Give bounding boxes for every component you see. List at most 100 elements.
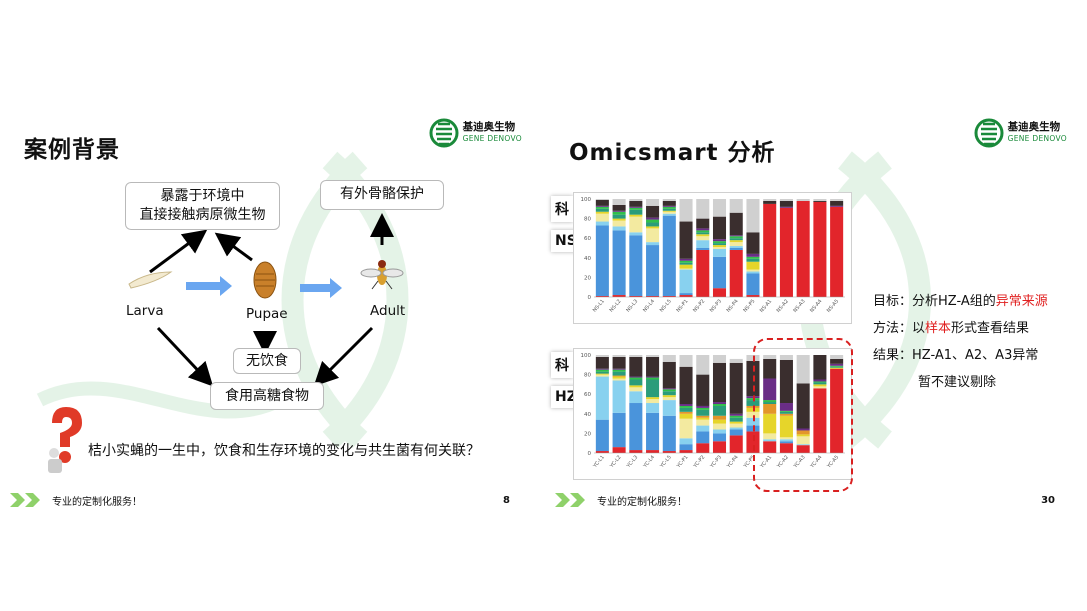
bar-segment xyxy=(679,438,693,445)
bar-segment xyxy=(796,445,810,453)
pupae-icon xyxy=(253,261,277,299)
bar-segment xyxy=(796,428,810,431)
bar-segment xyxy=(712,243,727,246)
question-mark-icon xyxy=(48,407,82,473)
bar-segment xyxy=(696,419,710,426)
bar-segment xyxy=(813,200,827,202)
bar-segment xyxy=(746,431,760,453)
bar-segment xyxy=(712,404,727,406)
bar-segment xyxy=(646,217,660,220)
bar-segment xyxy=(662,205,676,207)
bar-segment xyxy=(796,434,810,437)
bar-segment xyxy=(729,238,743,241)
analysis-notes: 目标：分析HZ-A组的异常来源 方法：以样本形式查看结果 结果：HZ-A1、A2… xyxy=(873,288,1048,396)
bar-segment xyxy=(629,391,643,404)
bar-segment xyxy=(813,384,827,387)
bar-segment xyxy=(712,241,727,244)
x-tick-label: NS-L2 xyxy=(609,298,623,313)
bar-segment xyxy=(646,356,660,377)
bar-segment xyxy=(629,200,643,207)
bar-segment xyxy=(646,296,660,297)
bar-segment xyxy=(763,378,777,401)
bar-segment xyxy=(746,400,760,406)
bar-segment xyxy=(746,396,760,399)
bar-segment xyxy=(830,199,844,201)
y-tick-label: 0 xyxy=(588,295,592,301)
bar-segment xyxy=(696,218,710,229)
bar-segment xyxy=(595,355,609,357)
bar-segment xyxy=(763,402,777,404)
bar-segment xyxy=(679,355,693,367)
bar-segment xyxy=(746,405,760,408)
x-tick-label: YC-P3 xyxy=(709,454,723,470)
bar-segment xyxy=(662,415,676,452)
bar-segment xyxy=(796,355,810,384)
bar-segment xyxy=(746,232,760,254)
bar-segment xyxy=(662,391,676,396)
bar-segment xyxy=(612,204,626,211)
bar-segment xyxy=(696,199,710,219)
bar-segment xyxy=(796,444,810,446)
page-title: 案例背景 xyxy=(24,137,120,163)
page-number: 8 xyxy=(503,494,510,506)
larva-label: Larva xyxy=(126,303,164,319)
bar-segment xyxy=(712,415,727,420)
bar-segment xyxy=(729,435,743,453)
bar-segment xyxy=(830,367,844,369)
x-tick-label: NS-A3 xyxy=(792,298,806,314)
bar-segment xyxy=(763,441,777,453)
bar-segment xyxy=(696,443,710,453)
bar-segment xyxy=(746,261,760,270)
bar-segment xyxy=(712,441,727,453)
bar-segment xyxy=(746,417,760,426)
x-tick-label: NS-P2 xyxy=(692,298,706,313)
y-tick-label: 100 xyxy=(581,353,592,359)
bar-segment xyxy=(662,213,676,216)
logo-chinese-name: 基迪奥生物 xyxy=(462,121,516,133)
bar-segment xyxy=(595,199,609,206)
bar-segment xyxy=(646,376,660,378)
bar-segment xyxy=(679,262,693,265)
bar-segment xyxy=(679,404,693,406)
lifecycle-arrows xyxy=(149,213,394,387)
bar-segment xyxy=(646,379,660,398)
x-tick-label: YC-L3 xyxy=(625,454,639,469)
bar-segment xyxy=(696,409,710,416)
bar-segment xyxy=(696,417,710,420)
bar-segment xyxy=(612,375,626,377)
bar-segment xyxy=(796,436,810,445)
adult-label: Adult xyxy=(370,303,406,319)
bar-segment xyxy=(712,199,727,217)
x-tick-label: YC-L4 xyxy=(642,454,656,469)
bar-segment xyxy=(595,225,609,297)
bar-segment xyxy=(729,429,743,436)
adult-fly-icon xyxy=(360,260,404,290)
bar-segment xyxy=(612,295,626,297)
bar-segment xyxy=(612,376,626,379)
bar-segment xyxy=(646,377,660,380)
bar-segment xyxy=(679,269,693,294)
x-tick-label: YC-L2 xyxy=(608,454,622,469)
bar-segment xyxy=(646,228,660,243)
bar-segment xyxy=(779,413,793,416)
bar-segment xyxy=(679,199,693,222)
x-tick-label: NS-A5 xyxy=(826,298,840,314)
double-chevron-icon xyxy=(10,493,40,507)
bar-segment xyxy=(612,199,626,205)
bar-segment xyxy=(729,240,743,243)
x-tick-label: NS-A1 xyxy=(759,298,773,314)
bar-segment xyxy=(662,395,676,398)
bar-segment xyxy=(612,230,626,296)
company-logo: 基迪奥生物 GENE DENOVO xyxy=(974,116,1067,150)
bar-segment xyxy=(679,418,693,439)
bar-segment xyxy=(712,433,727,442)
bar-segment xyxy=(679,450,693,453)
bar-segment xyxy=(729,417,743,422)
bar-segment xyxy=(595,374,609,377)
bar-segment xyxy=(612,211,626,215)
bar-segment xyxy=(813,382,827,385)
bar-segment xyxy=(612,371,626,376)
bar-segment xyxy=(696,228,710,231)
bar-segment xyxy=(712,355,727,363)
x-tick-label: NS-A4 xyxy=(809,298,823,314)
